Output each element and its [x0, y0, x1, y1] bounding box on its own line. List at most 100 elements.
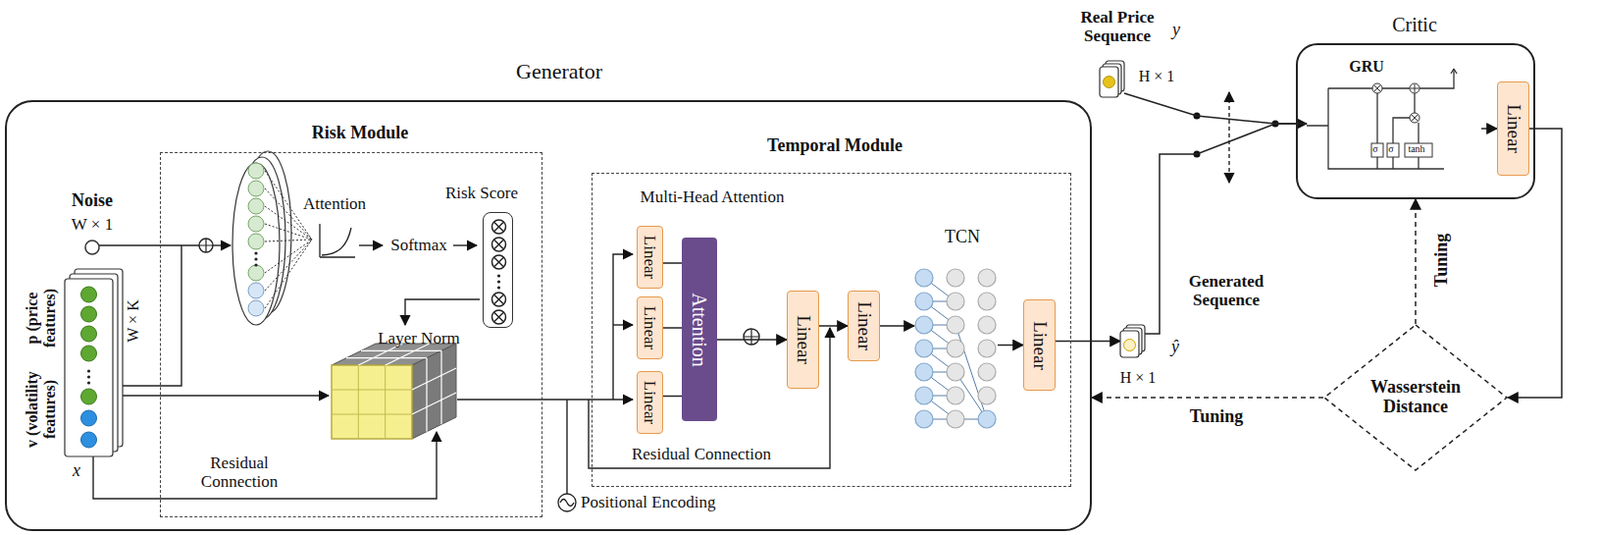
annotation-label: tanh	[1407, 143, 1425, 155]
node-text: ŷ	[1171, 337, 1180, 358]
line-stroke	[613, 323, 633, 325]
circle-shape	[1409, 112, 1420, 123]
annotation-label: Residual Connection	[631, 445, 772, 465]
connector	[879, 324, 915, 327]
line-stroke	[412, 350, 457, 431]
rect-shape	[1387, 143, 1399, 157]
node-text: Linear	[640, 235, 660, 279]
circle-shape	[81, 410, 98, 426]
circle-shape	[248, 180, 264, 197]
circle-shape	[497, 273, 501, 277]
circle-shape	[915, 362, 933, 381]
annotation-label: Layer Norm	[377, 329, 461, 349]
node-text: Real Price Sequence	[1068, 8, 1167, 46]
circle-shape	[81, 345, 98, 362]
node-text: Temporal Module	[767, 136, 903, 156]
circle-shape	[743, 328, 760, 345]
connector	[1144, 123, 1307, 334]
circle-shape	[978, 386, 996, 405]
line-stroke	[319, 223, 356, 258]
circle-shape	[87, 368, 91, 372]
circle-shape	[85, 240, 100, 255]
circle-shape	[915, 410, 933, 428]
circle-shape	[978, 410, 996, 428]
circle-shape	[254, 257, 258, 260]
circle-shape	[81, 431, 98, 448]
line-stroke	[1377, 156, 1419, 169]
node-text: Linear	[792, 314, 814, 364]
circle-shape	[248, 233, 264, 250]
edge-label: Tuning	[1187, 407, 1246, 427]
circle-shape	[492, 292, 507, 307]
connector	[663, 261, 683, 264]
line-stroke	[264, 239, 312, 309]
circle-shape	[946, 410, 965, 428]
node-shape	[914, 265, 998, 432]
node-text: v (volatility features)	[23, 362, 58, 457]
line-stroke	[494, 240, 504, 250]
circle-shape	[492, 237, 507, 252]
line-stroke	[1228, 92, 1230, 183]
generator-box: GeneratorRisk ModuleRisk ScoreTemporal M…	[4, 100, 1092, 531]
wasserstein-diamond: Wasserstein Distance	[1323, 323, 1508, 471]
node-text: TCN	[944, 227, 981, 248]
node-text: Linear	[640, 306, 660, 350]
circle-shape	[946, 315, 965, 334]
annotation-label: Positional Encoding	[580, 493, 716, 513]
connector	[1055, 340, 1121, 343]
circle-shape	[81, 388, 98, 405]
annotation-label: Attention	[303, 195, 366, 214]
annotation-label: σ	[1372, 143, 1378, 155]
tcn-network: TCN	[914, 265, 998, 432]
line-stroke	[494, 222, 504, 232]
line-stroke	[566, 399, 568, 494]
linear-layer: Linear	[1023, 299, 1056, 391]
line-stroke	[264, 239, 312, 242]
noise-input: NoiseW × 1	[84, 239, 101, 256]
node-text: Linear	[853, 301, 875, 351]
circle-shape	[946, 268, 965, 287]
circle-shape	[81, 306, 98, 322]
node-shape	[1306, 58, 1482, 191]
node-text: Wasserstein Distance	[1359, 377, 1473, 417]
shape-group	[232, 151, 312, 325]
line-stroke	[494, 258, 504, 267]
line-stroke	[560, 499, 574, 507]
line-stroke	[494, 312, 504, 322]
circle-shape	[978, 362, 996, 381]
node-text: Generator	[516, 59, 603, 84]
circle-shape	[81, 286, 98, 303]
annotation-label: Softmax	[390, 236, 448, 256]
polygon-shape	[1324, 324, 1507, 470]
rect-shape	[1099, 66, 1119, 98]
circle-shape	[254, 251, 258, 255]
circle-shape	[492, 219, 507, 234]
rect-shape	[1371, 143, 1384, 157]
node-shape	[64, 268, 123, 457]
node-text: Risk Score	[445, 184, 518, 204]
circle-shape	[915, 386, 933, 405]
circle-shape	[199, 238, 213, 253]
line-stroke	[405, 299, 480, 325]
connector	[663, 326, 683, 329]
line-stroke	[264, 239, 312, 273]
line-stroke	[120, 394, 329, 396]
circle-shape	[248, 215, 264, 232]
input-features: p (price features)v (volatility features…	[64, 268, 123, 457]
circle-shape	[946, 292, 965, 310]
connector	[717, 338, 787, 341]
circle-shape	[558, 493, 576, 512]
shape-group	[346, 343, 457, 432]
circle-shape	[978, 315, 996, 334]
line-stroke	[331, 364, 413, 439]
node-text: Attention	[688, 292, 711, 367]
connector	[1481, 127, 1497, 130]
node-text: W × K	[124, 299, 143, 342]
line-stroke	[494, 295, 504, 305]
connector	[1124, 93, 1307, 124]
line-stroke	[212, 244, 231, 246]
node-text: x	[72, 461, 81, 481]
circle-shape	[492, 255, 507, 269]
